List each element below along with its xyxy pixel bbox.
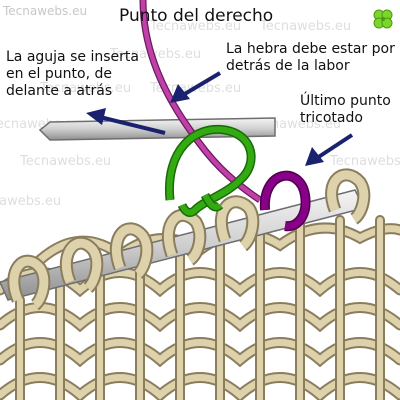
svg-text:Tecnawebs.eu: Tecnawebs.eu xyxy=(39,81,131,96)
svg-text:Tecnawebs.eu: Tecnawebs.eu xyxy=(329,154,400,169)
needle-callout-label: La aguja se inserta en el punto, de dela… xyxy=(6,49,139,99)
last-stitch-callout-label: Último punto tricotado xyxy=(300,93,391,126)
yarn-callout-label: La hebra debe estar por detrás de la lab… xyxy=(226,41,395,74)
green-stitch-loop xyxy=(164,124,256,217)
diagram-title: Punto del derecho xyxy=(119,6,274,26)
last-stitch-loop xyxy=(259,170,311,232)
svg-text:Tecnawebs.eu: Tecnawebs.eu xyxy=(0,194,61,209)
svg-text:Tecnawebs.eu: Tecnawebs.eu xyxy=(149,19,241,34)
arrow-last-stitch xyxy=(305,133,354,166)
four-leaf-clover-icon xyxy=(373,9,393,29)
callout-arrows xyxy=(86,71,354,166)
svg-text:Tecnawebs.eu: Tecnawebs.eu xyxy=(259,19,351,34)
brand-watermark: Tecnawebs.eu xyxy=(3,4,88,18)
working-needle xyxy=(38,117,276,141)
arrow-needle xyxy=(86,108,166,135)
arrow-yarn xyxy=(170,71,222,103)
needle-loops xyxy=(7,168,371,311)
svg-text:Tecnawebs.eu: Tecnawebs.eu xyxy=(19,154,111,169)
svg-text:Tecnawebs.eu: Tecnawebs.eu xyxy=(109,47,201,62)
